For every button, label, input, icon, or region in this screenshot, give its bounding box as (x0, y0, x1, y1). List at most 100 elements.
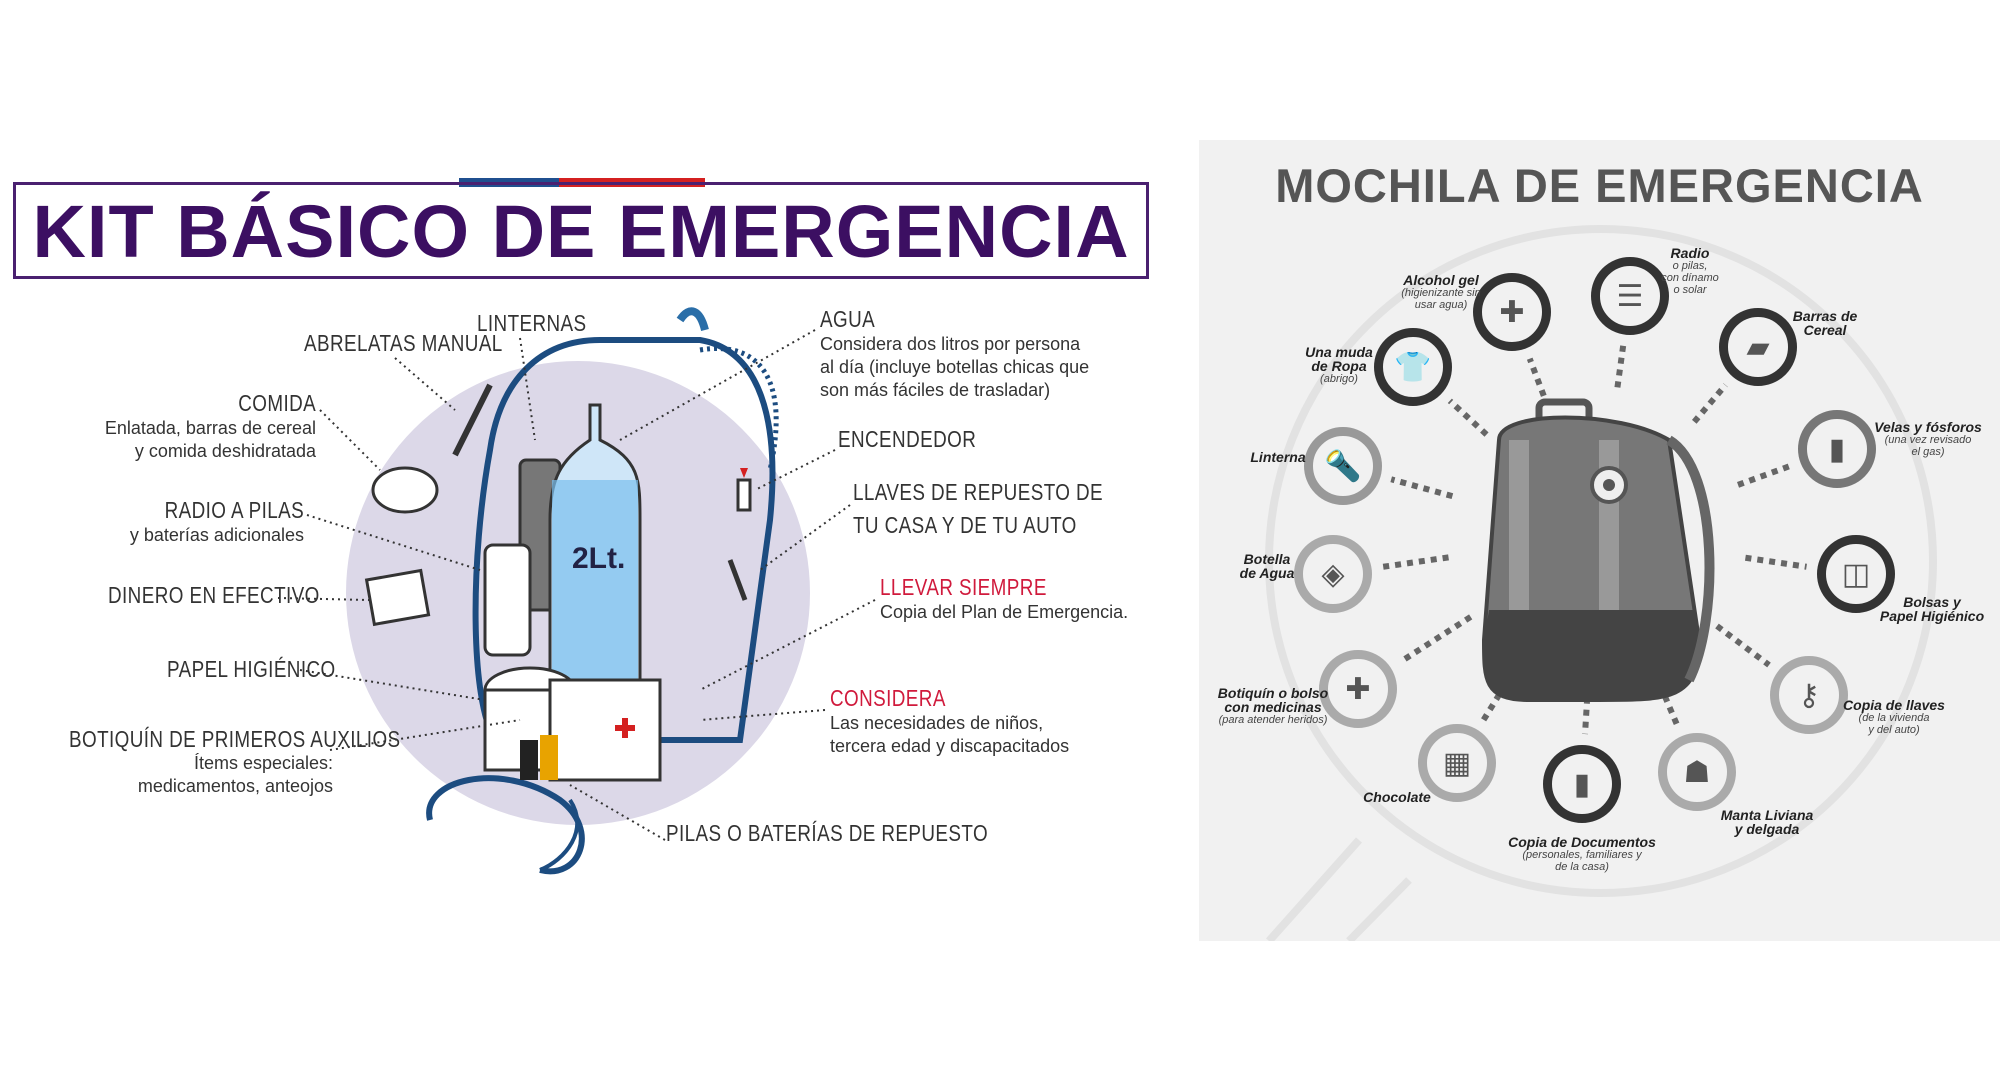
item-title: Copia de llaves (1843, 697, 1945, 713)
water-bottle-icon: ◈ (1294, 535, 1372, 613)
magnifier-handle (1266, 837, 1412, 941)
item-title: Botiquín o bolso (1217, 685, 1329, 701)
label-llaves: TU CASA Y DE TU AUTO (853, 512, 1077, 538)
dotted-connector (1382, 554, 1449, 570)
can-drawing (371, 466, 439, 514)
agua-desc: son más fáciles de trasladar) (820, 380, 1051, 400)
label-dinero: DINERO EN EFECTIVO (108, 582, 320, 608)
item-subtitle: o solar (1673, 284, 1707, 296)
mochila-title: MOCHILA DE EMERGENCIA (1275, 159, 1924, 212)
comida-desc: y comida deshidratada (134, 441, 316, 461)
item-title: de Agua (1239, 565, 1295, 581)
rolled-strap (426, 775, 585, 875)
item-subtitle: (higienizante sin (1401, 287, 1481, 299)
agua-desc: al día (incluye botellas chicas que (820, 357, 1090, 377)
item-title: Papel Higiénico (1879, 608, 1985, 624)
backpack-tag (676, 307, 709, 332)
mochila-illustration (1265, 225, 1937, 941)
item-subtitle: con dínamo (1661, 272, 1719, 284)
dotted-connector (1715, 623, 1771, 668)
comida-desc: Enlatada, barras de cereal (104, 418, 316, 438)
kit-title: KIT BÁSICO DE EMERGENCIA (13, 184, 1149, 279)
dotted-connector (1744, 554, 1807, 570)
can-opener-drawing (452, 383, 493, 457)
label-papel: PAPEL HIGIÉNICO (167, 656, 336, 682)
item-title: con medicinas (1224, 699, 1322, 715)
hand-sanitizer-icon: ✚ (1473, 273, 1551, 351)
radio-icon: ☰ (1591, 257, 1669, 335)
dotted-connector (1652, 672, 1681, 728)
backpack-bottom (1484, 610, 1699, 700)
item-title: y delgada (1734, 821, 1800, 837)
candle-icon: ▮ (1798, 410, 1876, 488)
item-title: Radio (1670, 245, 1710, 261)
item-title: Velas y fósforos (1874, 419, 1982, 435)
first-aid-kit-icon: ✚ (1319, 650, 1397, 728)
considera-desc: Las necesidades de niños, (830, 713, 1044, 733)
kit-illustration: 2Lt. (277, 307, 876, 875)
cereal-bar-icon: ▰ (1719, 308, 1797, 386)
mochila-item-label: Copia de Documentos(personales, familiar… (1508, 835, 1656, 873)
kit-title-text: KIT BÁSICO DE EMERGENCIA (32, 190, 1130, 273)
chocolate-icon: ▦ (1418, 724, 1496, 802)
dotted-connector (1614, 345, 1627, 388)
label-encendedor: ENCENDEDOR (838, 426, 977, 452)
label-abrelatas: ABRELATAS MANUAL (304, 330, 503, 356)
considera-block: CONSIDERA Las necesidades de niños, terc… (830, 685, 1069, 758)
mochila-item-label: Chocolate (1363, 790, 1431, 804)
bag-icon: ◫ (1817, 535, 1895, 613)
dotted-connector (1736, 463, 1792, 488)
item-subtitle: (abrigo) (1320, 373, 1358, 385)
item-title: Copia de Documentos (1508, 834, 1656, 850)
batteries-drawing (520, 740, 538, 780)
label-agua: AGUA (820, 306, 876, 332)
botiquin-desc: medicamentos, anteojos (137, 776, 333, 796)
outer-ring (1265, 225, 1937, 897)
item-subtitle: y del auto) (1868, 724, 1920, 736)
item-title: Barras de (1792, 308, 1858, 324)
item-subtitle: (personales, familiares y (1522, 849, 1642, 861)
botiquin-desc-block: Ítems especiales: medicamentos, anteojos (138, 752, 333, 798)
item-subtitle: (para atender heridos) (1218, 714, 1328, 726)
radio-desc: y baterías adicionales (129, 525, 304, 545)
item-title: Manta Liviana (1720, 807, 1814, 823)
item-subtitle: el gas) (1911, 446, 1945, 458)
passport-icon: ▮ (1543, 745, 1621, 823)
item-subtitle: usar agua) (1414, 299, 1468, 311)
dotted-connector (1447, 398, 1489, 437)
dotted-connector (1526, 357, 1547, 397)
radio-drawing (483, 543, 532, 657)
label-botiquin: BOTIQUÍN DE PRIMEROS AUXILIOS (69, 726, 401, 752)
item-title: Cereal (1803, 322, 1847, 338)
radio-block: RADIO A PILAS y baterías adicionales (130, 497, 304, 547)
llevar-block: LLEVAR SIEMPRE Copia del Plan de Emergen… (880, 574, 1128, 624)
blanket-icon: ☗ (1658, 733, 1736, 811)
keys-drawing (727, 559, 748, 601)
jacket-icon: 👕 (1374, 328, 1452, 406)
item-subtitle: (de la vivienda (1858, 712, 1930, 724)
bottle-label: 2Lt. (572, 542, 625, 575)
item-title: Chocolate (1363, 789, 1431, 805)
botiquin-desc: Ítems especiales: (193, 753, 333, 773)
considera-desc: tercera edad y discapacitados (830, 736, 1070, 756)
dotted-connector (1691, 383, 1728, 424)
item-title: Linterna (1250, 449, 1306, 465)
label-linternas: LINTERNAS (477, 310, 587, 336)
lighter-drawing (736, 478, 752, 512)
keys-icon: ⚷ (1770, 656, 1848, 734)
comida-block: COMIDA Enlatada, barras de cereal y comi… (105, 390, 316, 463)
mochila-item-label: Linterna (1250, 450, 1305, 464)
label-comida: COMIDA (238, 390, 316, 416)
flashlight-icon: 🔦 (1304, 427, 1382, 505)
item-title: Botella (1243, 551, 1291, 567)
backpack-outline (472, 337, 776, 743)
